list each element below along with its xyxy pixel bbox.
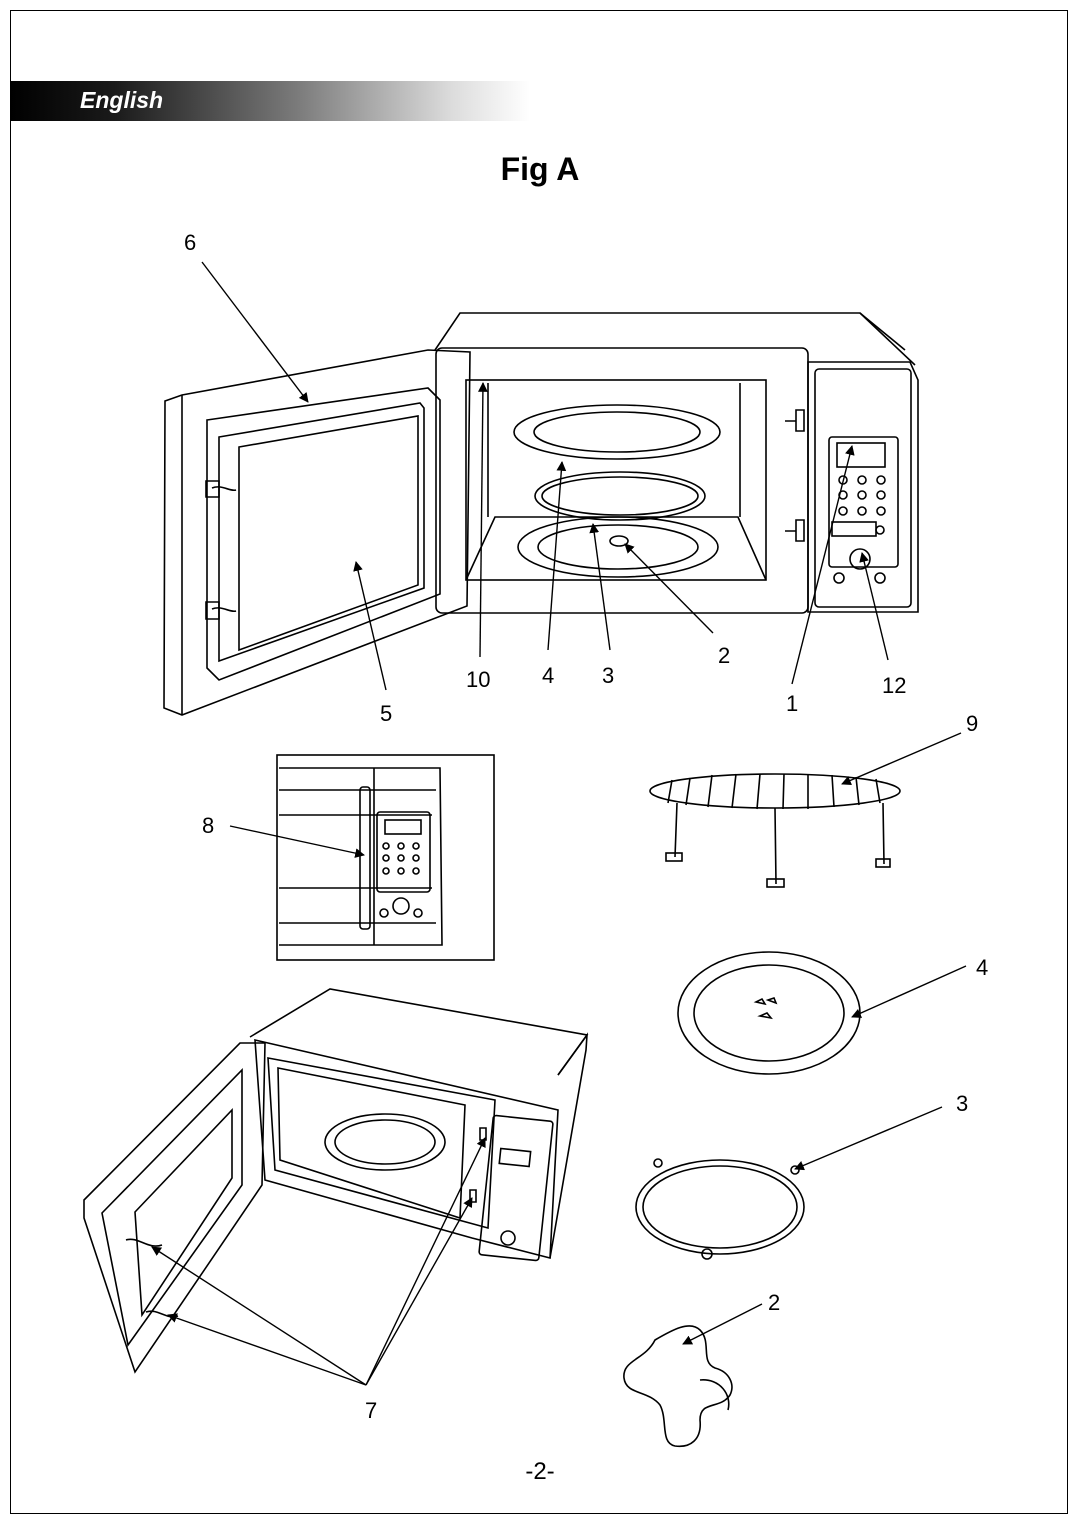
callout-3-ring: 3 bbox=[956, 1091, 968, 1116]
coupler bbox=[623, 1325, 733, 1448]
leader-7d bbox=[365, 1197, 473, 1386]
callout-2-coupler: 2 bbox=[768, 1290, 780, 1315]
callout-7: 7 bbox=[365, 1398, 377, 1423]
leader-1 bbox=[791, 445, 855, 685]
grill-rack bbox=[649, 773, 901, 888]
callout-2: 2 bbox=[718, 643, 730, 668]
callout-1: 1 bbox=[786, 691, 798, 716]
microwave-open-angled-view bbox=[249, 988, 589, 1262]
callout-12: 12 bbox=[882, 673, 906, 698]
callout-10: 10 bbox=[466, 667, 490, 692]
leader-5 bbox=[353, 561, 387, 691]
leader-7a bbox=[151, 1246, 367, 1386]
leader-12 bbox=[859, 552, 889, 661]
leader-10 bbox=[478, 382, 488, 658]
page-number: -2- bbox=[525, 1458, 555, 1485]
leader-2b bbox=[682, 1303, 763, 1345]
leader-6 bbox=[201, 261, 309, 403]
language-label: English bbox=[80, 87, 164, 113]
roller-ring bbox=[635, 1158, 805, 1260]
leader-9 bbox=[841, 732, 962, 786]
callout-8: 8 bbox=[202, 813, 214, 838]
callout-6: 6 bbox=[184, 230, 196, 255]
leader-3 bbox=[589, 523, 611, 651]
microwave-door-open-angled bbox=[83, 1042, 266, 1374]
callout-5: 5 bbox=[380, 701, 392, 726]
language-banner bbox=[10, 81, 530, 121]
leader-4b bbox=[851, 965, 967, 1018]
callout-9: 9 bbox=[966, 711, 978, 736]
callout-4: 4 bbox=[542, 663, 554, 688]
leader-8 bbox=[229, 825, 365, 858]
microwave-door-open bbox=[163, 349, 471, 716]
page-border bbox=[10, 10, 1068, 1514]
leader-3b bbox=[794, 1106, 943, 1171]
leader-2 bbox=[624, 543, 714, 634]
callout-4-tray: 4 bbox=[976, 955, 988, 980]
microwave-closed-inset bbox=[276, 754, 495, 961]
leader-4 bbox=[547, 461, 567, 651]
figure-title: Fig A bbox=[500, 151, 580, 187]
callout-3: 3 bbox=[602, 663, 614, 688]
glass-turntable-tray bbox=[677, 951, 861, 1075]
leader-7b bbox=[167, 1313, 367, 1386]
microwave-open-front-view bbox=[434, 312, 919, 614]
leader-7c bbox=[365, 1137, 486, 1386]
